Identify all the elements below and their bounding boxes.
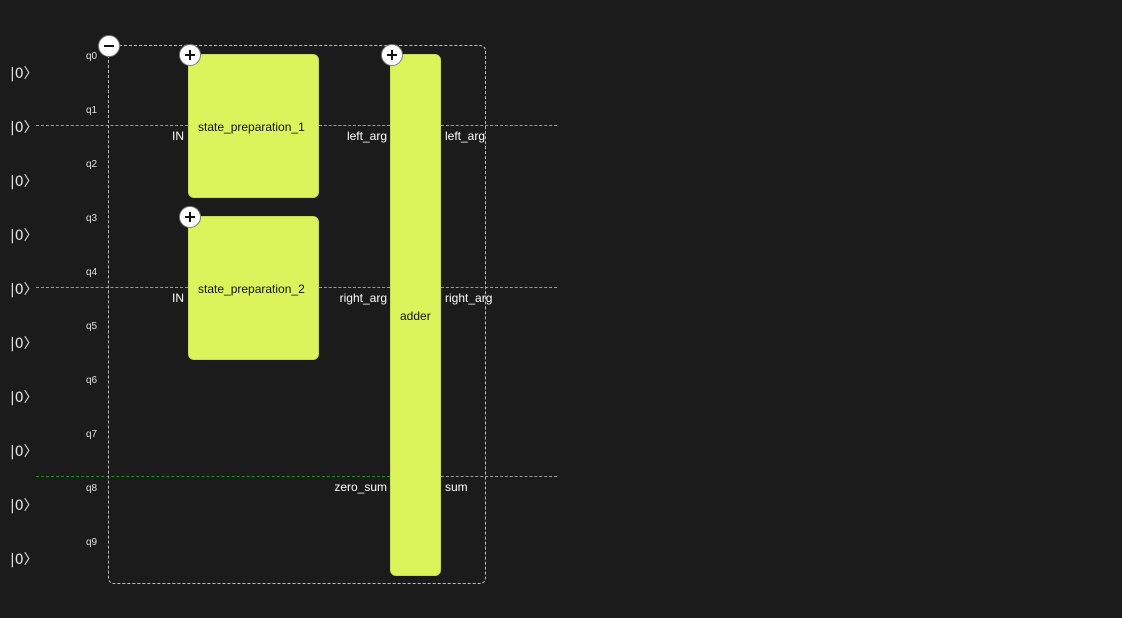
wire-left-arg-mid	[319, 125, 390, 126]
qubit-label-q5: q5	[86, 321, 98, 332]
plus-circle-icon	[185, 50, 195, 60]
adder-in-left-arg-label: left_arg	[346, 129, 387, 143]
ket-q0: |0〉	[10, 66, 38, 82]
adder-block[interactable]: adder	[390, 54, 441, 576]
expand-state-preparation-2-button[interactable]	[179, 206, 201, 228]
ket-q3: |0〉	[10, 228, 38, 244]
wire-left-arg-out	[441, 125, 557, 126]
sp2-in-port-label: IN	[172, 291, 184, 305]
ket-q9: |0〉	[10, 552, 38, 568]
main-function-box	[108, 45, 486, 584]
qubit-label-q8: q8	[86, 483, 98, 494]
minus-circle-icon	[104, 45, 114, 47]
state-preparation-2-block[interactable]: state_preparation_2	[188, 216, 319, 360]
sp1-in-port-label: IN	[172, 129, 184, 143]
ket-q7: |0〉	[10, 444, 38, 460]
ket-q5: |0〉	[10, 336, 38, 352]
wire-zero-sum-in	[36, 476, 390, 477]
wire-right-arg-out	[441, 287, 557, 288]
adder-out-left-arg-label: left_arg	[445, 129, 486, 143]
expand-adder-button[interactable]	[381, 44, 403, 66]
qubit-label-q6: q6	[86, 375, 98, 386]
expand-state-preparation-1-button[interactable]	[179, 44, 201, 66]
qubit-label-q9: q9	[86, 537, 98, 548]
wire-right-arg-in	[36, 287, 188, 288]
qubit-label-q7: q7	[86, 429, 98, 440]
ket-q4: |0〉	[10, 282, 38, 298]
plus-circle-icon	[387, 50, 397, 60]
ket-q2: |0〉	[10, 174, 38, 190]
adder-in-right-arg-label: right_arg	[339, 291, 387, 305]
wire-sum-out	[441, 476, 557, 477]
ket-q1: |0〉	[10, 120, 38, 136]
wire-right-arg-mid	[319, 287, 390, 288]
plus-circle-icon	[185, 212, 195, 222]
adder-out-sum-label: sum	[445, 480, 468, 494]
wire-left-arg-in	[36, 125, 188, 126]
qubit-label-q1: q1	[86, 105, 98, 116]
state-preparation-1-block[interactable]: state_preparation_1	[188, 54, 319, 198]
adder-out-right-arg-label: right_arg	[445, 291, 493, 305]
qubit-label-q0: q0	[86, 51, 98, 62]
state-preparation-2-label: state_preparation_2	[198, 282, 305, 296]
state-preparation-1-label: state_preparation_1	[198, 120, 305, 134]
adder-in-zero-sum-label: zero_sum	[334, 480, 387, 494]
collapse-main-button[interactable]	[98, 35, 120, 57]
qubit-label-q3: q3	[86, 213, 98, 224]
qubit-label-q2: q2	[86, 159, 98, 170]
qubit-label-q4: q4	[86, 267, 98, 278]
adder-label: adder	[400, 309, 431, 323]
ket-q8: |0〉	[10, 498, 38, 514]
ket-q6: |0〉	[10, 390, 38, 406]
